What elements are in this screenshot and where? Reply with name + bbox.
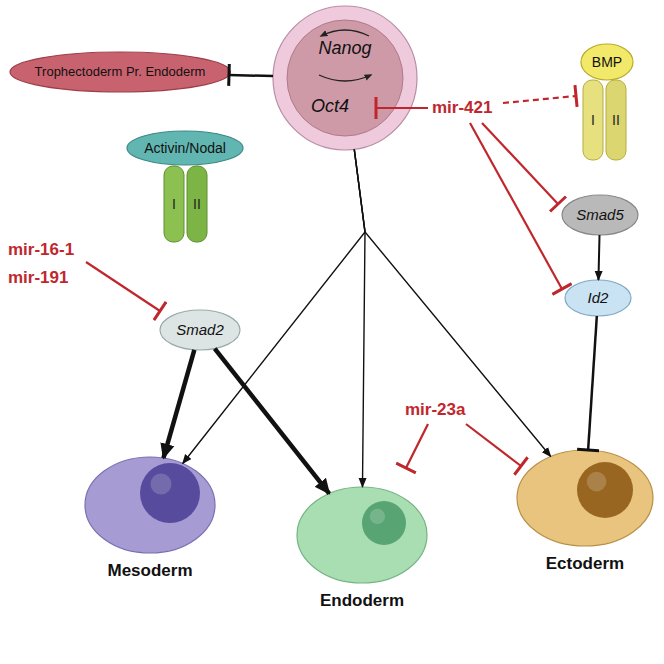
node-shape bbox=[10, 52, 230, 92]
node-shape bbox=[562, 195, 638, 235]
nucleus-highlight bbox=[151, 474, 172, 495]
label-anchor: II bbox=[612, 112, 620, 128]
nucleus-highlight bbox=[587, 472, 607, 492]
text-holder: Smad2 bbox=[160, 310, 240, 350]
node-text: Oct4 bbox=[311, 96, 349, 118]
connector bbox=[163, 350, 194, 458]
node-text: Smad5 bbox=[576, 206, 624, 224]
text-holder: NanogOct4 bbox=[273, 6, 417, 150]
mirna-label: mir-191 bbox=[8, 268, 68, 288]
node-shape bbox=[127, 131, 243, 165]
receptor-subunit: I bbox=[172, 196, 176, 212]
protein-oval: Smad2 bbox=[160, 310, 240, 350]
nucleus bbox=[577, 462, 633, 518]
connector bbox=[588, 316, 597, 450]
text-holder: Smad5 bbox=[562, 195, 638, 235]
receptor-subunit: I bbox=[591, 112, 595, 128]
connector bbox=[183, 149, 365, 463]
mirna-inhibition-lines bbox=[86, 96, 576, 468]
node-outline bbox=[273, 6, 417, 150]
node-outline bbox=[85, 457, 215, 553]
mirna-label: mir-23a bbox=[405, 400, 465, 420]
bmp-receptor bbox=[583, 80, 626, 160]
node-text: Id2 bbox=[588, 289, 609, 307]
node-outline bbox=[297, 487, 427, 583]
text-holder: Endoderm bbox=[297, 591, 427, 611]
node-shape bbox=[160, 310, 240, 350]
germ-layer-cell: Ectoderm bbox=[517, 450, 653, 574]
mirna-label: mir-421 bbox=[432, 98, 492, 118]
connector bbox=[215, 349, 330, 494]
inhibition-line bbox=[86, 262, 160, 311]
connector bbox=[354, 149, 550, 456]
receptor-subunit: II bbox=[612, 112, 620, 128]
inhibition-line bbox=[470, 123, 562, 289]
text-holder: Activin/Nodal bbox=[127, 131, 243, 165]
node-outline bbox=[517, 450, 653, 546]
node-shape bbox=[85, 457, 215, 553]
label-anchor: mir-23a bbox=[405, 400, 465, 420]
node-text: Activin/Nodal bbox=[144, 140, 226, 157]
label-anchor: mir-16-1 bbox=[8, 240, 74, 260]
node-text: Mesoderm bbox=[85, 561, 215, 581]
protein-oval: Smad5 bbox=[562, 195, 638, 235]
nucleus bbox=[140, 463, 200, 523]
label-anchor: I bbox=[591, 112, 595, 128]
receptor-bar bbox=[164, 166, 184, 242]
inhibition-line bbox=[376, 107, 428, 109]
ligand-oval: Activin/Nodal bbox=[127, 131, 243, 165]
label-anchor: mir-421 bbox=[432, 98, 492, 118]
receptor-bar bbox=[606, 80, 626, 160]
nucleus bbox=[362, 501, 406, 545]
nucleus bbox=[287, 20, 403, 136]
text-holder: Mesoderm bbox=[85, 561, 215, 581]
ligand-oval: BMP bbox=[581, 44, 633, 80]
cycle-arrow bbox=[321, 30, 369, 36]
node-shape bbox=[565, 280, 631, 316]
germ-layer-cell: Endoderm bbox=[297, 487, 427, 611]
germ-layer-cell: Mesoderm bbox=[85, 457, 215, 581]
node-text: BMP bbox=[592, 54, 622, 71]
inhibition-line-dashed bbox=[503, 96, 576, 103]
receptor-subunit: II bbox=[193, 196, 201, 212]
node-text: Nanog bbox=[318, 38, 371, 60]
connector bbox=[229, 75, 273, 76]
lineage-oval: Trophectoderm Pr. Endoderm bbox=[10, 52, 230, 92]
label-anchor: I bbox=[172, 196, 176, 212]
text-holder: BMP bbox=[581, 44, 633, 80]
node-shape bbox=[581, 44, 633, 80]
receptor-bar bbox=[187, 166, 207, 242]
text-holder: Trophectoderm Pr. Endoderm bbox=[10, 52, 230, 92]
node-text: Endoderm bbox=[297, 591, 427, 611]
receptor-bar bbox=[583, 80, 603, 160]
pluripotency-cell: NanogOct4 bbox=[273, 6, 417, 150]
nucleus-highlight bbox=[370, 509, 385, 524]
inhibition-line bbox=[466, 424, 521, 466]
text-holder: Ectoderm bbox=[517, 554, 653, 574]
protein-oval: Id2 bbox=[565, 280, 631, 316]
node-shape bbox=[273, 6, 417, 150]
connector bbox=[598, 235, 599, 280]
mirna-label: mir-16-1 bbox=[8, 240, 74, 260]
inhibition-line bbox=[406, 424, 428, 468]
node-shape bbox=[517, 450, 653, 546]
connector bbox=[354, 149, 365, 487]
cycle-arrow bbox=[319, 75, 371, 81]
activin-receptor bbox=[164, 166, 207, 242]
node-text: Smad2 bbox=[176, 321, 224, 339]
node-text: Trophectoderm Pr. Endoderm bbox=[35, 64, 206, 80]
node-text: Ectoderm bbox=[517, 554, 653, 574]
label-anchor: II bbox=[193, 196, 201, 212]
node-shape bbox=[297, 487, 427, 583]
text-holder: Id2 bbox=[565, 280, 631, 316]
label-anchor: mir-191 bbox=[8, 268, 68, 288]
